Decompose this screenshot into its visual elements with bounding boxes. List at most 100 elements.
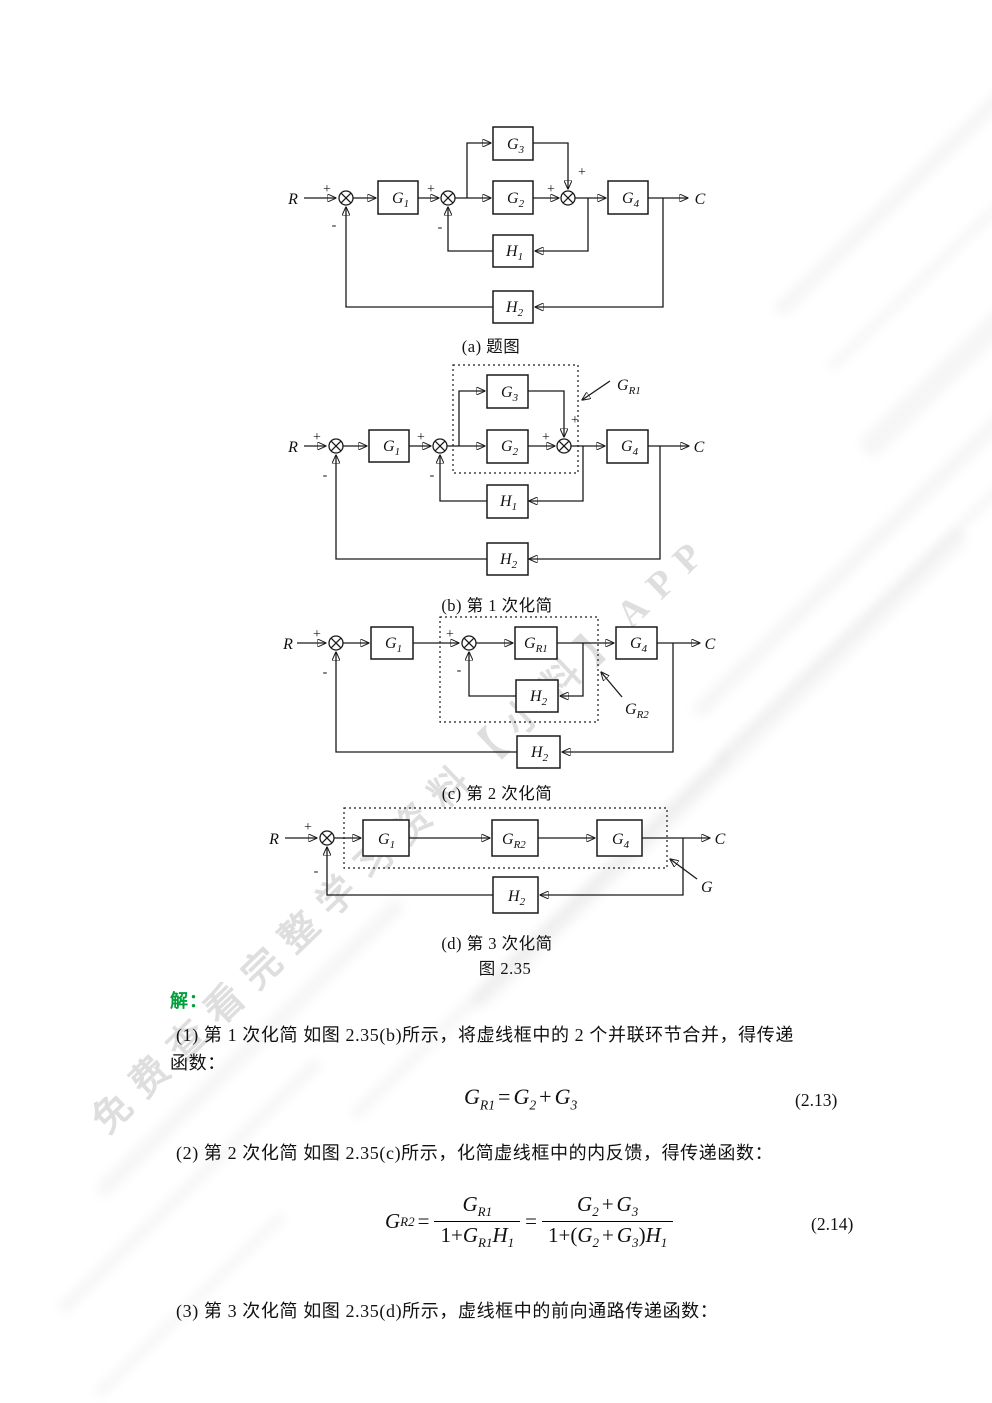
- sign-labels: + + - -: [313, 627, 462, 680]
- label-g4: G4: [630, 635, 648, 655]
- caption-c: (c) 第 2 次化简: [441, 784, 553, 803]
- fraction-1: GR1 1+GR1H1: [434, 1192, 521, 1251]
- caption-b: (b) 第 1 次化简: [441, 596, 553, 615]
- block-g3: [486, 374, 529, 409]
- input-label: R: [287, 191, 298, 208]
- label-g4: G4: [622, 190, 640, 210]
- block-diagram-a: R C G1 G3 G2 G4 H1 H2 + + + + - -: [287, 126, 706, 324]
- block-g4: [615, 626, 658, 660]
- block-g4: [606, 429, 649, 464]
- svg-text:+: +: [313, 430, 321, 445]
- dashed-box-gr1: [452, 364, 579, 474]
- label-h2: H2: [499, 551, 518, 571]
- solution-heading: 解：: [170, 991, 208, 1011]
- summing-junctions: [319, 830, 335, 846]
- label-gr2-annotation: GR2: [625, 701, 649, 721]
- output-label: C: [715, 831, 726, 848]
- label-g2: G2: [501, 438, 519, 458]
- solution-paragraph-1-line-2: 函数：: [170, 1053, 226, 1073]
- equation-2-13: GR1=G2+G3: [464, 1084, 578, 1113]
- block-h1: [515, 679, 559, 713]
- label-g2: G2: [507, 190, 525, 210]
- label-h2: H2: [530, 744, 549, 764]
- block-gr1: [514, 626, 558, 660]
- block-g2: [492, 180, 534, 215]
- block-h2: [516, 735, 561, 769]
- figure-number: 图 2.35: [478, 959, 532, 978]
- block-g1: [370, 626, 414, 660]
- label-g1: G1: [383, 438, 400, 458]
- label-g-annotation: G: [701, 879, 713, 896]
- dashed-box-gr2: [439, 616, 599, 723]
- svg-text:-: -: [323, 665, 328, 680]
- svg-text:-: -: [314, 864, 319, 879]
- caption-d: (d) 第 3 次化简: [441, 934, 553, 953]
- label-g3: G3: [507, 136, 525, 156]
- block-g2: [486, 429, 529, 464]
- block-h2: [486, 542, 529, 576]
- svg-text:+: +: [417, 430, 425, 445]
- signal-lines: [304, 380, 689, 559]
- solution-paragraph-3: (3) 第 3 次化简 如图 2.35(d)所示，虚线框中的前向通路传递函数：: [176, 1301, 719, 1321]
- block-g1: [362, 819, 410, 857]
- brush-streak: [771, 0, 992, 319]
- svg-text:-: -: [438, 220, 443, 235]
- block-h2: [492, 876, 539, 914]
- block-h2: [492, 290, 534, 324]
- input-label: R: [282, 636, 293, 653]
- svg-text:+: +: [446, 627, 454, 642]
- label-gr2: GR2: [502, 831, 526, 851]
- signal-lines: [285, 838, 710, 895]
- sign-labels: + -: [304, 820, 319, 879]
- label-g1: G1: [392, 190, 409, 210]
- summing-junctions: [328, 635, 477, 651]
- output-label: C: [705, 636, 716, 653]
- block-g1: [377, 180, 419, 215]
- svg-text:+: +: [571, 413, 579, 428]
- block-g4: [607, 180, 649, 215]
- block-h1: [492, 234, 534, 268]
- svg-text:-: -: [323, 468, 328, 483]
- svg-text:+: +: [578, 165, 586, 180]
- block-g4: [596, 819, 643, 857]
- label-h1: H1: [505, 243, 523, 263]
- label-gr1-annotation: GR1: [617, 377, 641, 397]
- output-label: C: [695, 191, 706, 208]
- label-g4: G4: [621, 438, 639, 458]
- svg-text:-: -: [332, 218, 337, 233]
- label-h1: H1: [499, 493, 517, 513]
- solution-paragraph-2: (2) 第 2 次化简 如图 2.35(c)所示，化简虚线框中的内反馈，得传递函…: [176, 1143, 774, 1163]
- block-h1: [486, 484, 529, 519]
- svg-text:+: +: [304, 820, 312, 835]
- label-h2: H2: [507, 888, 526, 908]
- block-diagram-b: R C G1 G3 G2 G4 H1 H2 GR1 + + + + - -: [287, 364, 705, 576]
- svg-text:+: +: [547, 182, 555, 197]
- label-g4: G4: [612, 831, 630, 851]
- svg-text:+: +: [427, 182, 435, 197]
- block-gr2: [491, 819, 539, 857]
- svg-text:+: +: [323, 182, 331, 197]
- output-label: C: [694, 439, 705, 456]
- sign-labels: + + + + - -: [323, 165, 586, 235]
- label-g1: G1: [385, 635, 402, 655]
- solution-paragraph-1-line-1: (1) 第 1 次化简 如图 2.35(b)所示，将虚线框中的 2 个并联环节合…: [176, 1025, 794, 1045]
- caption-a: (a) 题图: [461, 337, 521, 356]
- summing-junctions: [328, 438, 572, 454]
- block-g3: [492, 126, 534, 161]
- input-label: R: [287, 439, 298, 456]
- block-diagram-d: R C G1 GR2 G4 H2 G + -: [268, 807, 726, 914]
- label-h2: H2: [505, 299, 524, 319]
- label-h1: H2: [529, 688, 548, 708]
- svg-text:+: +: [542, 430, 550, 445]
- sign-labels: + + + + - -: [313, 413, 579, 483]
- summing-junctions: [338, 190, 576, 206]
- input-label: R: [268, 831, 279, 848]
- label-g3: G3: [501, 384, 519, 404]
- signal-lines: [297, 643, 700, 752]
- fraction-2: G2+G3 1+(G2+G3)H1: [542, 1192, 674, 1251]
- label-gr1: GR1: [524, 635, 548, 655]
- equation-number-2-13: (2.13): [795, 1090, 838, 1110]
- svg-text:-: -: [430, 468, 435, 483]
